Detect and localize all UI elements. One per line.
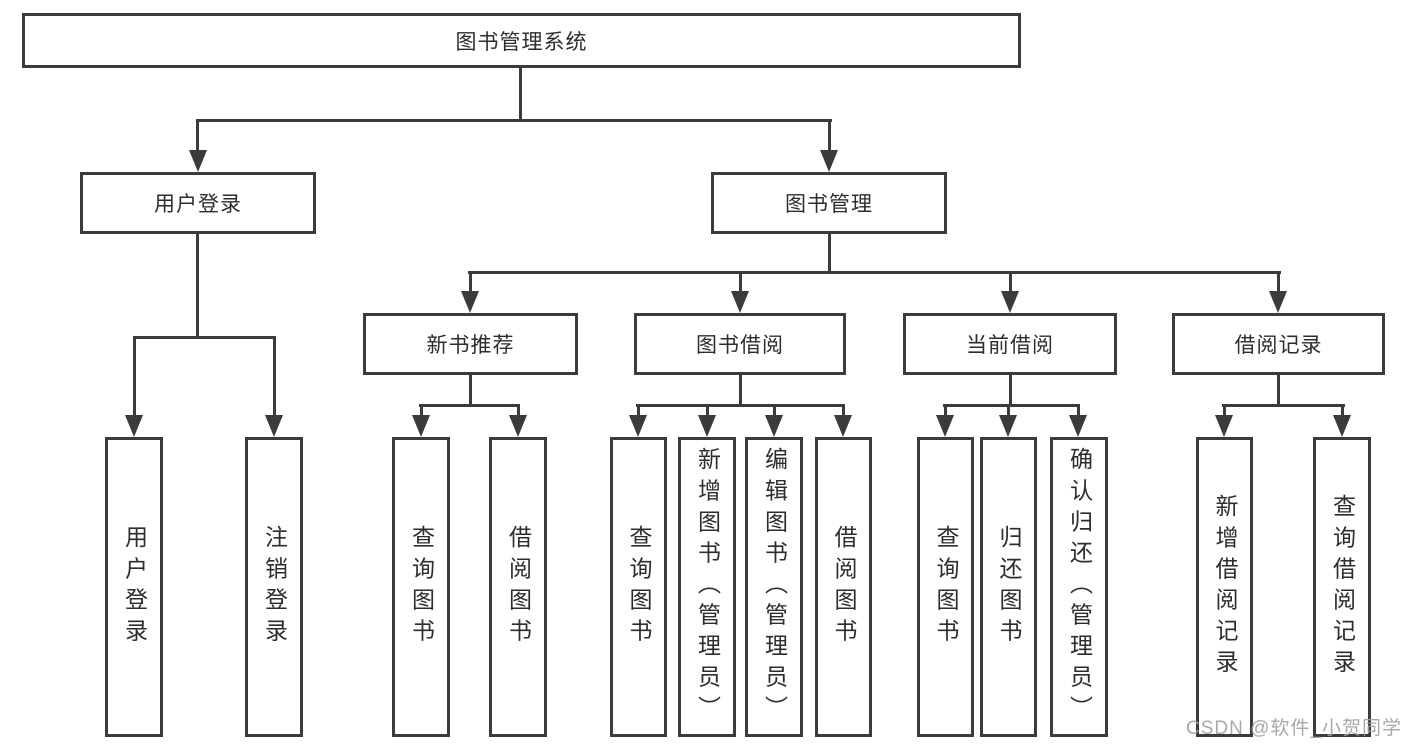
arrowhead-down-icon <box>1333 415 1351 437</box>
connector-line <box>196 119 199 152</box>
leaf-borrow-books: 借阅图书 <box>815 437 872 737</box>
leaf-query-books-current-label: 查询图书 <box>933 524 959 650</box>
connector-line <box>196 234 199 339</box>
leaf-user-login-label: 用户登录 <box>121 524 148 650</box>
connector-line <box>1277 375 1280 407</box>
connector-line <box>706 404 709 417</box>
arrowhead-down-icon <box>629 415 647 437</box>
connector-line <box>468 271 1281 274</box>
connector-line <box>469 271 472 293</box>
leaf-borrow-books-recommend: 借阅图书 <box>489 437 547 737</box>
arrowhead-down-icon <box>731 291 749 313</box>
connector-line <box>133 336 136 417</box>
leaf-return-books: 归还图书 <box>980 437 1037 737</box>
connector-line <box>943 404 1080 407</box>
arrowhead-down-icon <box>189 150 207 172</box>
leaf-edit-books-admin: 编辑图书（管理员） <box>745 437 803 737</box>
connector-line <box>420 404 423 417</box>
leaf-edit-books-admin-label: 编辑图书（管理员） <box>761 447 788 727</box>
connector-line <box>133 336 276 339</box>
connector-line <box>469 375 472 407</box>
connector-line <box>842 404 845 417</box>
node-book-borrowing: 图书借阅 <box>634 313 846 375</box>
arrowhead-down-icon <box>1269 291 1287 313</box>
leaf-add-borrow-record-label: 新增借阅记录 <box>1212 493 1238 681</box>
node-library-system: 图书管理系统 <box>22 13 1021 68</box>
connector-line <box>273 336 276 417</box>
leaf-query-books-recommend-label: 查询图书 <box>408 524 435 650</box>
arrowhead-down-icon <box>834 415 852 437</box>
leaf-logout-label: 注销登录 <box>261 524 288 650</box>
arrowhead-down-icon <box>461 291 479 313</box>
leaf-add-borrow-record: 新增借阅记录 <box>1196 437 1253 737</box>
leaf-query-borrow-record: 查询借阅记录 <box>1313 437 1371 737</box>
leaf-logout: 注销登录 <box>245 437 303 737</box>
connector-line <box>1009 271 1012 293</box>
leaf-confirm-return-admin-label: 确认归还（管理员） <box>1066 447 1093 727</box>
connector-line <box>773 404 776 417</box>
connector-line <box>1277 271 1280 293</box>
connector-line <box>1077 404 1080 417</box>
arrowhead-down-icon <box>265 415 283 437</box>
leaf-user-login: 用户登录 <box>105 437 163 737</box>
connector-line <box>739 375 742 407</box>
node-current-borrowing: 当前借阅 <box>903 313 1117 375</box>
arrowhead-down-icon <box>1069 415 1087 437</box>
node-new-book-recommend: 新书推荐 <box>363 313 578 375</box>
connector-line <box>1222 404 1345 407</box>
node-borrowing-records: 借阅记录 <box>1172 313 1385 375</box>
leaf-borrow-books-label: 借阅图书 <box>831 524 857 650</box>
connector-line <box>419 404 520 407</box>
leaf-return-books-label: 归还图书 <box>996 524 1022 650</box>
arrowhead-down-icon <box>412 415 430 437</box>
connector-line <box>1223 404 1226 417</box>
arrowhead-down-icon <box>1215 415 1233 437</box>
leaf-borrow-books-recommend-label: 借阅图书 <box>505 524 532 650</box>
connector-line <box>828 234 831 274</box>
connector-line <box>517 404 520 417</box>
connector-line <box>1009 375 1012 407</box>
connector-line <box>637 404 640 417</box>
leaf-confirm-return-admin: 确认归还（管理员） <box>1050 437 1108 737</box>
connector-line <box>739 271 742 293</box>
csdn-watermark: CSDN @软件_小贺同学 <box>1186 718 1402 739</box>
connector-line <box>1007 404 1010 417</box>
node-user-login: 用户登录 <box>80 172 316 234</box>
arrowhead-down-icon <box>698 415 716 437</box>
leaf-query-books-current: 查询图书 <box>917 437 974 737</box>
node-book-management: 图书管理 <box>711 172 947 234</box>
leaf-query-books-borrowing: 查询图书 <box>610 437 667 737</box>
leaf-add-books-admin-label: 新增图书（管理员） <box>694 447 721 727</box>
arrowhead-down-icon <box>1001 291 1019 313</box>
leaf-query-borrow-record-label: 查询借阅记录 <box>1329 493 1356 681</box>
leaf-query-books-recommend: 查询图书 <box>392 437 450 737</box>
arrowhead-down-icon <box>820 150 838 172</box>
connector-line <box>1341 404 1344 417</box>
arrowhead-down-icon <box>125 415 143 437</box>
connector-line <box>196 119 832 122</box>
connector-line <box>828 119 831 152</box>
arrowhead-down-icon <box>509 415 527 437</box>
leaf-query-books-borrowing-label: 查询图书 <box>626 524 652 650</box>
connector-line <box>636 404 845 407</box>
connector-line <box>519 68 522 120</box>
arrowhead-down-icon <box>936 415 954 437</box>
arrowhead-down-icon <box>999 415 1017 437</box>
connector-line <box>944 404 947 417</box>
leaf-add-books-admin: 新增图书（管理员） <box>678 437 736 737</box>
arrowhead-down-icon <box>765 415 783 437</box>
